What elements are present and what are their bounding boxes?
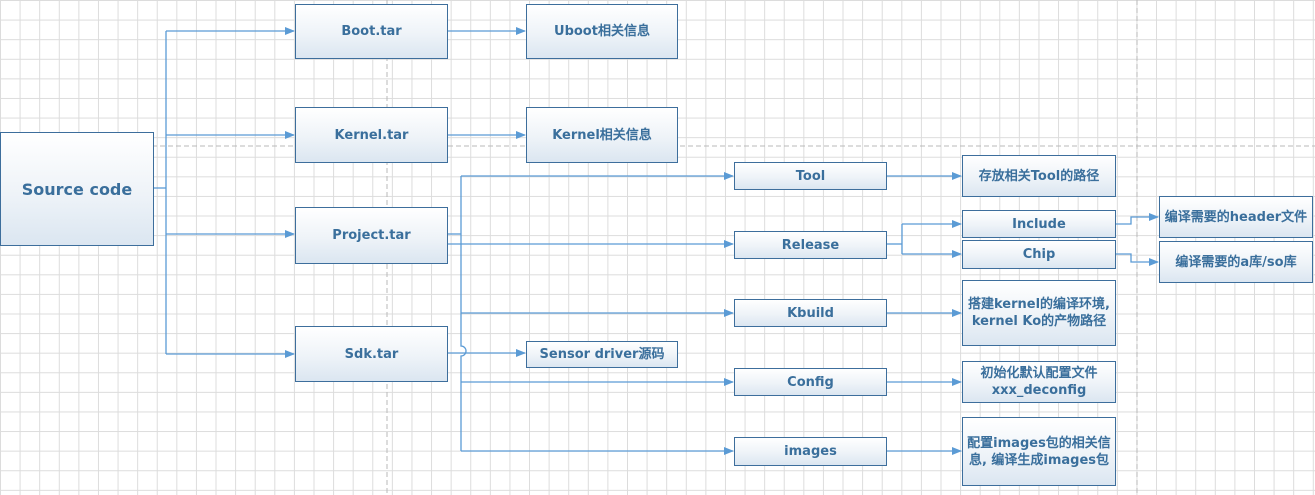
node-config-desc[interactable]: 初始化默认配置文件xxx_deconfig [962, 361, 1116, 403]
wire-project-trunk [460, 176, 467, 451]
node-kernel-info-label: Kernel相关信息 [552, 127, 652, 143]
node-boot-tar[interactable]: Boot.tar [295, 4, 448, 59]
node-include[interactable]: Include [962, 210, 1116, 238]
node-tool-desc-label: 存放相关Tool的路径 [978, 168, 1100, 184]
node-config[interactable]: Config [734, 368, 887, 396]
node-kernel-tar-label: Kernel.tar [334, 127, 409, 143]
node-images-label: images [784, 444, 837, 459]
node-header-desc[interactable]: 编译需要的header文件 [1159, 196, 1313, 238]
node-chip[interactable]: Chip [962, 240, 1116, 269]
node-kbuild-label: Kbuild [787, 305, 834, 321]
node-release-label: Release [781, 237, 840, 253]
node-sensor-driver-label: Sensor driver源码 [539, 347, 665, 362]
node-images-desc[interactable]: 配置images包的相关信息, 编译生成images包 [962, 417, 1116, 486]
node-lib-desc-label: 编译需要的a库/so库 [1175, 254, 1297, 270]
node-sensor-driver[interactable]: Sensor driver源码 [526, 341, 678, 368]
node-release[interactable]: Release [734, 231, 887, 259]
node-config-desc-label: 初始化默认配置文件xxx_deconfig [980, 366, 1098, 398]
node-uboot-info-label: Uboot相关信息 [554, 24, 650, 39]
node-images[interactable]: images [734, 437, 887, 466]
node-source-code[interactable]: Source code [0, 132, 154, 246]
wire-include-desc [1116, 213, 1159, 225]
node-chip-label: Chip [1022, 247, 1056, 262]
node-kbuild-desc[interactable]: 搭建kernel的编译环境, kernel Ko的产物路径 [962, 280, 1116, 346]
node-header-desc-label: 编译需要的header文件 [1164, 209, 1308, 225]
node-project-tar-label: Project.tar [332, 228, 411, 243]
node-tool[interactable]: Tool [734, 162, 887, 190]
node-uboot-info[interactable]: Uboot相关信息 [526, 4, 678, 59]
node-lib-desc[interactable]: 编译需要的a库/so库 [1159, 241, 1313, 283]
node-boot-tar-label: Boot.tar [341, 24, 402, 39]
node-kernel-info[interactable]: Kernel相关信息 [526, 107, 678, 163]
node-tool-desc[interactable]: 存放相关Tool的路径 [962, 155, 1116, 197]
node-config-label: Config [787, 374, 834, 390]
node-images-desc-label: 配置images包的相关信息, 编译生成images包 [967, 435, 1111, 468]
node-kbuild[interactable]: Kbuild [734, 299, 887, 327]
node-sdk-tar[interactable]: Sdk.tar [295, 326, 448, 382]
node-source-code-label: Source code [21, 179, 133, 199]
connectors [153, 27, 1159, 455]
node-sdk-tar-label: Sdk.tar [344, 346, 399, 362]
node-tool-label: Tool [795, 168, 826, 184]
node-include-label: Include [1012, 216, 1066, 232]
wire-chip-desc [1116, 253, 1159, 266]
node-kbuild-desc-label: 搭建kernel的编译环境, kernel Ko的产物路径 [968, 297, 1110, 329]
node-kernel-tar[interactable]: Kernel.tar [295, 107, 448, 163]
node-project-tar[interactable]: Project.tar [295, 207, 448, 264]
